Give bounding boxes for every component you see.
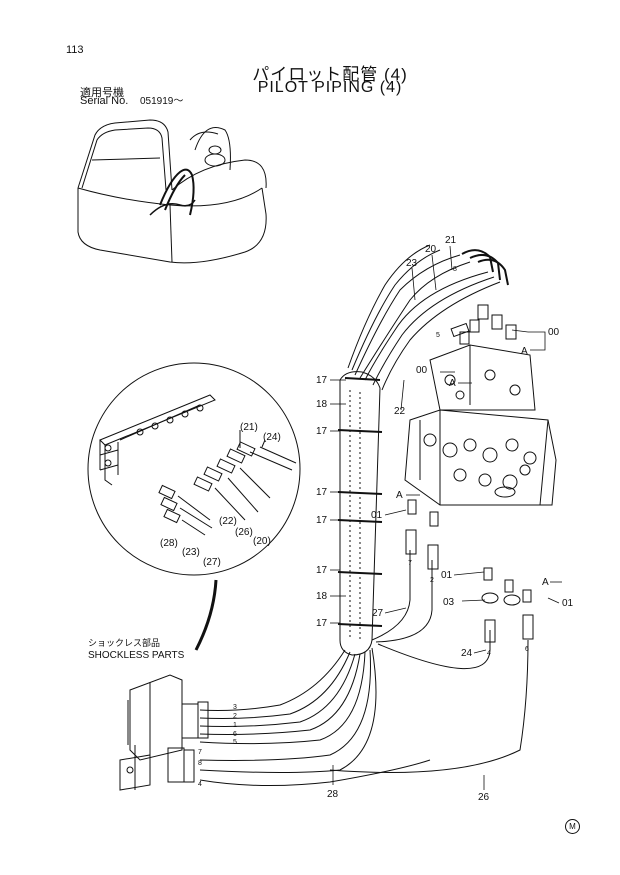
shockless-block [119, 674, 209, 791]
callout-01-a: 01 [371, 510, 383, 521]
callout-00-lower: 00 [416, 365, 428, 376]
callout-17-d: 17 [316, 515, 328, 526]
callout-00-upper: 00 [548, 327, 560, 338]
callout-18-b: 18 [316, 591, 328, 602]
callout-A-lower-left: A [396, 490, 403, 501]
detail-callout-28: (28) [160, 538, 178, 549]
serial-value: 051919～ [140, 96, 184, 107]
callout-17-c: 17 [316, 487, 328, 498]
callout-A-middle: A [449, 378, 456, 389]
manufacturer-mark: M [565, 819, 580, 834]
detail-callout-24: (24) [263, 432, 281, 443]
detail-callout-20: (20) [253, 536, 271, 547]
callout-22: 22 [394, 406, 406, 417]
detail-leader-line [194, 579, 218, 651]
port-8: 8 [198, 760, 202, 767]
callout-labels: 23 20 21 00 A 00 A 17 18 22 17 17 A 01 1… [160, 235, 574, 803]
detail-callout-22: (22) [219, 516, 237, 527]
page-number: 113 [66, 44, 84, 56]
detail-circle [87, 362, 301, 576]
callout-01-b: 01 [441, 570, 453, 581]
shockless-label-en: SHOCKLESS PARTS [88, 650, 185, 661]
callout-17-a: 17 [316, 375, 328, 386]
valve-port-5: 5 [436, 332, 440, 339]
valve-port-8: 8 [453, 266, 457, 273]
port-3: 3 [233, 704, 237, 711]
hose-port-4: 4 [487, 650, 491, 657]
callout-20: 20 [425, 244, 437, 255]
serial-label-jp: 適用号機 [80, 87, 124, 99]
port-5: 5 [233, 739, 237, 746]
callout-01-c: 01 [562, 598, 574, 609]
callout-17-f: 17 [316, 618, 328, 629]
serial-label-en: Serial No. [80, 95, 129, 107]
machine-overview [77, 119, 267, 264]
callout-leader-lines [330, 245, 562, 790]
page-title-en: PILOT PIPING (4) [257, 79, 403, 96]
callout-28: 28 [327, 789, 339, 800]
hose-bundle [199, 244, 534, 787]
detail-callout-21: (21) [240, 422, 258, 433]
hose-port-6: 6 [525, 646, 529, 653]
callout-24: 24 [461, 648, 473, 659]
callout-27: 27 [372, 608, 384, 619]
hose-port-7: 7 [408, 560, 412, 567]
callout-A-upper: A [521, 346, 528, 357]
callout-18-a: 18 [316, 399, 328, 410]
callout-17-b: 17 [316, 426, 328, 437]
callout-23: 23 [406, 258, 418, 269]
port-1: 1 [233, 722, 237, 729]
page-title-jp: パイロット配管 (4) [252, 65, 408, 84]
detail-callout-26: (26) [235, 527, 253, 538]
port-6: 6 [233, 731, 237, 738]
callout-21: 21 [445, 235, 457, 246]
callout-26: 26 [478, 792, 490, 803]
control-valve [404, 304, 557, 606]
hose-port-2: 2 [430, 577, 434, 584]
callout-17-e: 17 [316, 565, 328, 576]
shockless-label-jp: ショックレス部品 [88, 638, 161, 648]
port-4: 4 [198, 781, 202, 788]
port-7: 7 [198, 749, 202, 756]
detail-callout-23: (23) [182, 547, 200, 558]
callout-A-lower-right: A [542, 577, 549, 588]
callout-03: 03 [443, 597, 455, 608]
port-2: 2 [233, 713, 237, 720]
detail-callout-27: (27) [203, 557, 221, 568]
